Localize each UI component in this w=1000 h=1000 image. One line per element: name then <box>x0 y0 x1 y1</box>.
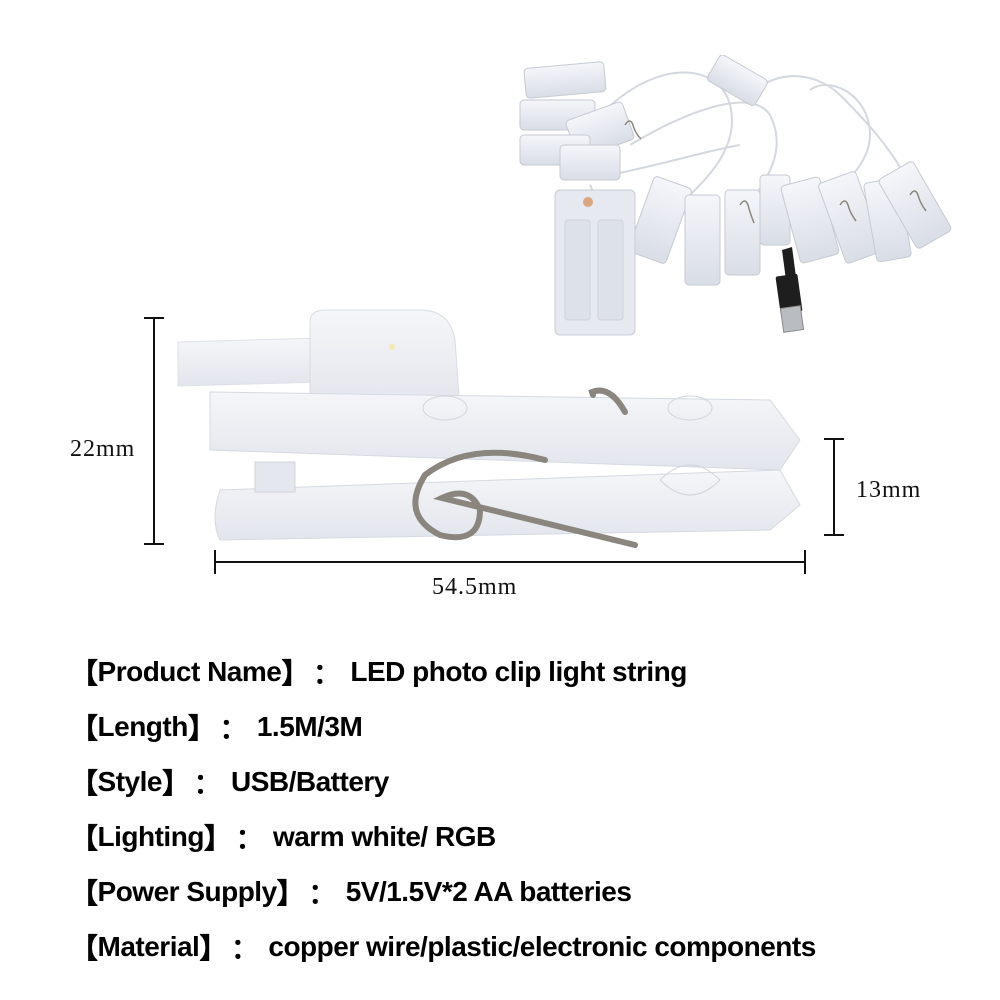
length-dimension-line <box>214 550 806 574</box>
height-dimension-label: 22mm <box>70 436 136 462</box>
spec-value: warm white/ RGB <box>272 820 496 852</box>
spec-product-name: 【Product Name】：LED photo clip light stri… <box>70 655 687 689</box>
jaw-height-dimension-line <box>824 438 844 536</box>
spec-list: 【Product Name】：LED photo clip light stri… <box>70 644 990 974</box>
spec-material: 【Material】：copper wire/plastic/electroni… <box>70 930 816 964</box>
led-clip-illustration <box>177 309 801 548</box>
spec-power-supply: 【Power Supply】：5V/1.5V*2 AA batteries <box>70 875 632 909</box>
spec-value: USB/Battery <box>230 765 389 797</box>
clip-diagram <box>170 300 810 560</box>
spec-value: 5V/1.5V*2 AA batteries <box>345 875 632 907</box>
spec-lighting: 【Lighting】：warm white/ RGB <box>70 820 496 854</box>
height-dimension-line <box>144 317 164 545</box>
spec-length: 【Length】：1.5M/3M <box>70 710 363 744</box>
light-string-illustration <box>519 54 952 336</box>
spec-label: Product Name <box>97 655 282 687</box>
spec-value: LED photo clip light string <box>350 655 687 687</box>
spec-label: Material <box>97 930 200 962</box>
spec-value: 1.5M/3M <box>256 710 363 742</box>
product-photo <box>510 54 970 345</box>
jaw-height-dimension-label: 13mm <box>856 477 922 503</box>
spec-label: Length <box>97 710 189 742</box>
spec-value: copper wire/plastic/electronic component… <box>268 930 816 962</box>
spec-label: Lighting <box>97 820 205 852</box>
spec-label: Power Supply <box>97 875 278 907</box>
spec-style: 【Style】：USB/Battery <box>70 765 389 799</box>
length-dimension-label: 54.5mm <box>432 574 518 600</box>
spec-label: Style <box>97 765 163 797</box>
